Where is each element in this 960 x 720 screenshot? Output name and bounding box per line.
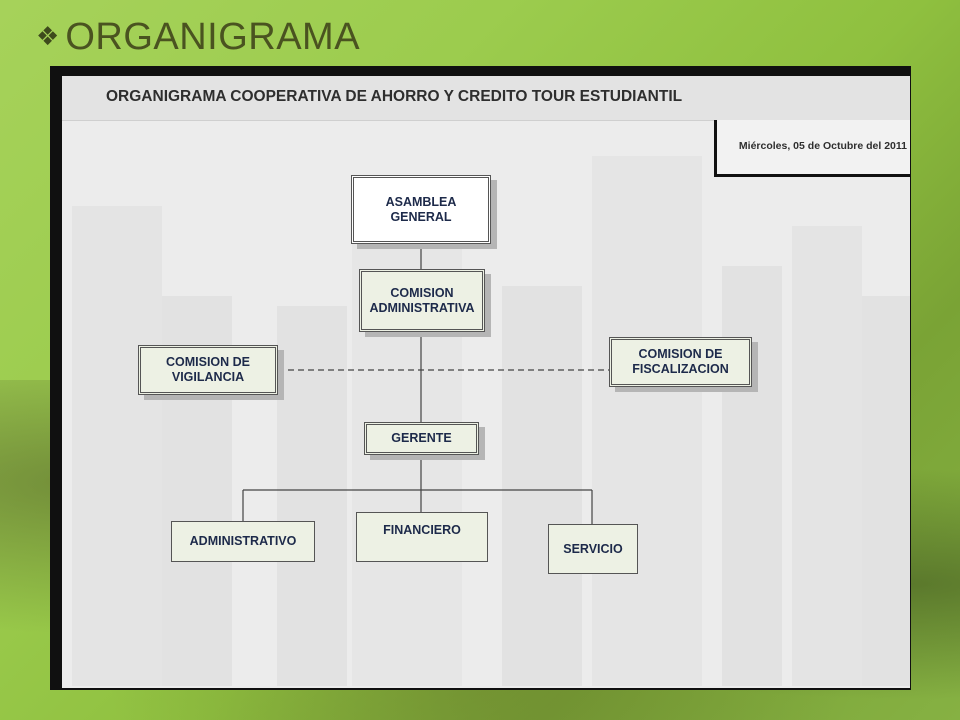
org-chart-canvas: ORGANIGRAMA COOPERATIVA DE AHORRO Y CRED… bbox=[62, 76, 910, 688]
node-financiero: FINANCIERO bbox=[356, 512, 488, 562]
chart-header-band: ORGANIGRAMA COOPERATIVA DE AHORRO Y CRED… bbox=[62, 76, 910, 121]
connector-lines bbox=[242, 244, 610, 524]
slide-title: ❖ ORGANIGRAMA bbox=[36, 12, 360, 62]
date-box: Miércoles, 05 de Octubre del 2011 bbox=[714, 120, 910, 177]
chart-date: Miércoles, 05 de Octubre del 2011 bbox=[738, 140, 907, 152]
node-comision-administrativa: COMISION ADMINISTRATIVA bbox=[359, 269, 485, 332]
node-asamblea-general: ASAMBLEA GENERAL bbox=[351, 175, 491, 244]
chart-header-title: ORGANIGRAMA COOPERATIVA DE AHORRO Y CRED… bbox=[106, 88, 683, 105]
node-servicio: SERVICIO bbox=[548, 524, 638, 574]
slide-title-text: ORGANIGRAMA bbox=[65, 15, 361, 58]
node-comision-fiscalizacion: COMISION DE FISCALIZACION bbox=[609, 337, 752, 387]
node-comision-vigilancia: COMISION DE VIGILANCIA bbox=[138, 345, 278, 395]
node-administrativo: ADMINISTRATIVO bbox=[171, 521, 315, 562]
diamond-bullet-icon: ❖ bbox=[36, 22, 60, 52]
node-gerente: GERENTE bbox=[364, 422, 479, 455]
